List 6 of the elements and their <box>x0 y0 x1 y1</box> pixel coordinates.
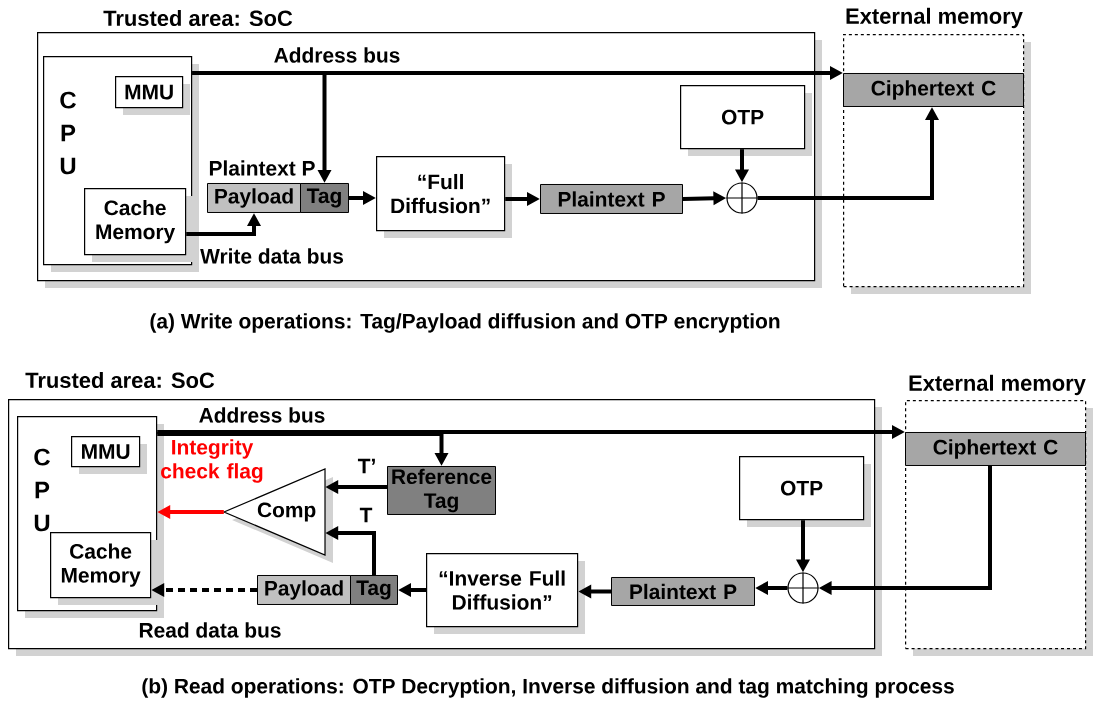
region-heading: External memory <box>909 374 1086 396</box>
region-heading: Trusted area: SoC <box>25 371 215 389</box>
region-heading: External memory <box>846 7 1023 29</box>
region-heading: Trusted area: SoC <box>103 9 293 27</box>
figure-caption: (a) Write operations: Tag/Payload diffusion and OTP encryption <box>150 313 780 333</box>
figure-caption: (b) Read operations: OTP Decryption, Inverse diffusion and tag matching process <box>142 678 954 698</box>
